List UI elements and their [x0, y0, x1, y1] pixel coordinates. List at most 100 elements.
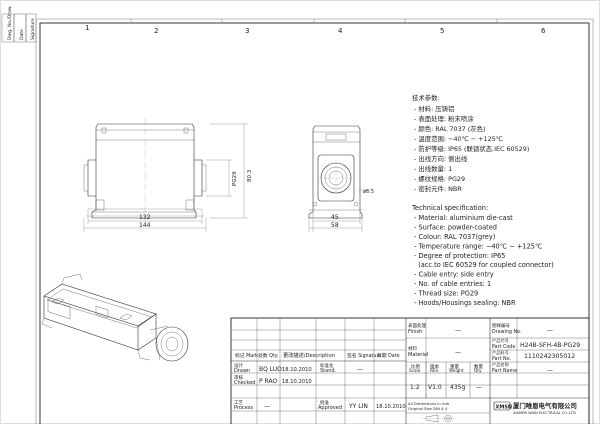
notes-en-item: - No. of cable entries: 1 — [414, 280, 491, 288]
drawn-label-cn: 设计 — [234, 362, 243, 369]
zone-label: 3 — [245, 27, 249, 35]
notes-cn: 技术参数: - 材料: 压铸铝 - 表面处理: 粉末喷涂 - 颜色: RAL 7… — [412, 93, 529, 193]
notes-en-item: - Degree of protection: IP65 — [414, 252, 505, 260]
notes-cn-item: - 防护等级: IP65 (联锁状态,IEC 60529) — [414, 144, 529, 153]
rev-mark-header: 标记 Mark — [235, 352, 258, 359]
notes-en-item: - Colour: RAL 7037(grey) — [414, 233, 495, 241]
part-code-label-cn: 产品代号 — [492, 337, 509, 344]
notes-en-item: - Surface: powder-coated — [414, 224, 497, 232]
unit-note-1: All Dimensions in mm — [408, 401, 450, 406]
material-label-en: Material — [408, 352, 428, 358]
checked-date: 18.10.2010 — [282, 379, 312, 385]
approved-label-en: Approved — [318, 405, 342, 411]
dim-58: 58 — [331, 222, 339, 229]
rev-label-en: REV. — [430, 368, 439, 373]
drawing-no-value: — — [547, 327, 553, 334]
process-name: — — [264, 403, 270, 410]
part-no-label-en: Part No. — [492, 356, 511, 362]
part-code-label-en: Part Code — [492, 344, 515, 350]
notes-cn-item: - 密封元件: NBR — [414, 184, 462, 193]
finish-label-en: Finish — [408, 329, 422, 335]
notes-cn-item: - 螺纹规格: PG29 — [414, 174, 465, 183]
drawn-name: BQ LUO — [259, 366, 282, 373]
notes-en-item: - Material: aluminium die-cast — [414, 214, 513, 222]
front-view: 132 144 80.3 PG29 — [83, 118, 253, 232]
strip-label: Dwg. No./Draw. — [7, 5, 13, 40]
qty-value: — — [476, 384, 482, 391]
part-no-label-cn: 产品料号 — [492, 349, 509, 356]
zone-markers-top: 1 2 3 4 5 6 — [85, 19, 546, 35]
notes-en: Technical specification: - Material: alu… — [411, 204, 554, 307]
scale-label-cn: 比例 — [411, 363, 420, 370]
part-name-label-cn: 产品名称 — [492, 361, 509, 368]
dim-80-3: 80.3 — [247, 169, 253, 182]
stand-label-cn: 标准化 — [320, 362, 334, 369]
stand-value: — — [357, 366, 363, 373]
drawing-no-label-cn: 图样编号 — [492, 322, 510, 329]
process-label-en: Process — [234, 405, 253, 411]
rev-qty-header: 处数 Qty. — [258, 352, 278, 359]
notes-cn-item: - 温度范围: −40℃ − +125℃ — [414, 134, 503, 143]
drawn-date: 18.10.2010 — [282, 367, 312, 373]
dim-144: 144 — [139, 222, 151, 229]
part-name-value: — — [547, 367, 553, 374]
notes-cn-item: - 材料: 压铸铝 — [414, 104, 454, 113]
company-logo: XMSN — [493, 401, 513, 411]
material-label-cn: 材料 — [408, 345, 417, 352]
finish-label-cn: 表面处理 — [408, 322, 426, 329]
qty-label-en: Qty. — [474, 368, 482, 373]
drawing-no-label-en: Drawing No. — [492, 329, 521, 335]
notes-cn-item: - 出线方向: 侧出线 — [414, 154, 468, 163]
strip-label: Signature — [30, 18, 36, 40]
zone-label: 1 — [85, 24, 89, 32]
stand-label-en: Stand. — [320, 368, 337, 374]
notes-en-item: - Temperature range: −40℃ − +125℃ — [414, 243, 542, 251]
weight-label-en: Weight — [449, 368, 464, 373]
process-label-cn: 工艺 — [234, 400, 243, 406]
unit-note-2: Original Size DIN A 4 — [408, 406, 448, 411]
dim-pg29: PG29 — [232, 171, 238, 186]
material-value: — — [455, 349, 461, 356]
outer-frame — [35, 18, 594, 424]
checked-label-cn: 审核 — [234, 374, 243, 381]
rev-desc-header: 更改描述/Description — [283, 351, 335, 359]
company-logo-text: XMSN — [496, 405, 513, 411]
notes-cn-item: - 颜色: RAL 7037 (灰色) — [414, 124, 486, 133]
drawing-frame — [39, 22, 590, 424]
approved-label-cn: 批准 — [320, 399, 329, 406]
part-code-value: H24B-SFH-4B-PG29 — [520, 342, 580, 349]
scale-value: 1:2 — [410, 384, 420, 391]
part-no-value: 1110242305012 — [524, 353, 575, 360]
side-view: ø6.5 45 58 — [308, 125, 374, 232]
checked-name: P RAO — [259, 378, 277, 385]
title-block: 标记 Mark 处数 Qty. 更改描述/Description 签名 Sign… — [230, 317, 590, 424]
isometric-view — [41, 273, 189, 362]
zone-label: 6 — [541, 27, 546, 35]
dim-6-5: ø6.5 — [363, 189, 374, 195]
rev-sig-header: 签名 Signature — [347, 352, 381, 359]
company-name-cn: 厦门唯恩电气有限公司 — [512, 401, 577, 410]
zone-label: 5 — [440, 27, 444, 35]
dim-45: 45 — [331, 214, 339, 221]
weight-value: 435g — [450, 384, 465, 391]
notes-cn-item: - 出线数量: 1 — [414, 164, 452, 173]
checked-label-en: Checked — [234, 380, 255, 386]
rev-date-header: 日期 Date — [377, 353, 400, 359]
notes-en-item: - Thread size: PG29 — [414, 290, 478, 298]
qty-label-cn: 数量 — [474, 363, 483, 370]
notes-cn-item: - 表面处理: 粉末喷涂 — [414, 114, 474, 123]
notes-cn-title: 技术参数: — [412, 93, 440, 102]
notes-en-item: (acc.to IEC 60529 for coupled connector) — [414, 261, 554, 269]
rev-value: V1.0 — [428, 384, 442, 391]
company-name-en: XIAMEN WAIN ELECTRICAL CO.,LTD — [513, 411, 576, 415]
notes-en-title: Technical specification: — [411, 204, 488, 212]
projection-symbol-icon — [422, 414, 456, 423]
zone-label: 2 — [154, 27, 158, 35]
notes-en-item: - Hoods/Housings sealing: NBR — [414, 299, 516, 307]
weight-label-cn: 重量 — [450, 363, 459, 370]
notes-en-item: - Cable entry: side entry — [414, 271, 494, 279]
dim-132: 132 — [139, 214, 151, 221]
rev-label-cn: 版本 — [430, 363, 439, 370]
drawn-label-en: Drawn — [234, 368, 250, 374]
